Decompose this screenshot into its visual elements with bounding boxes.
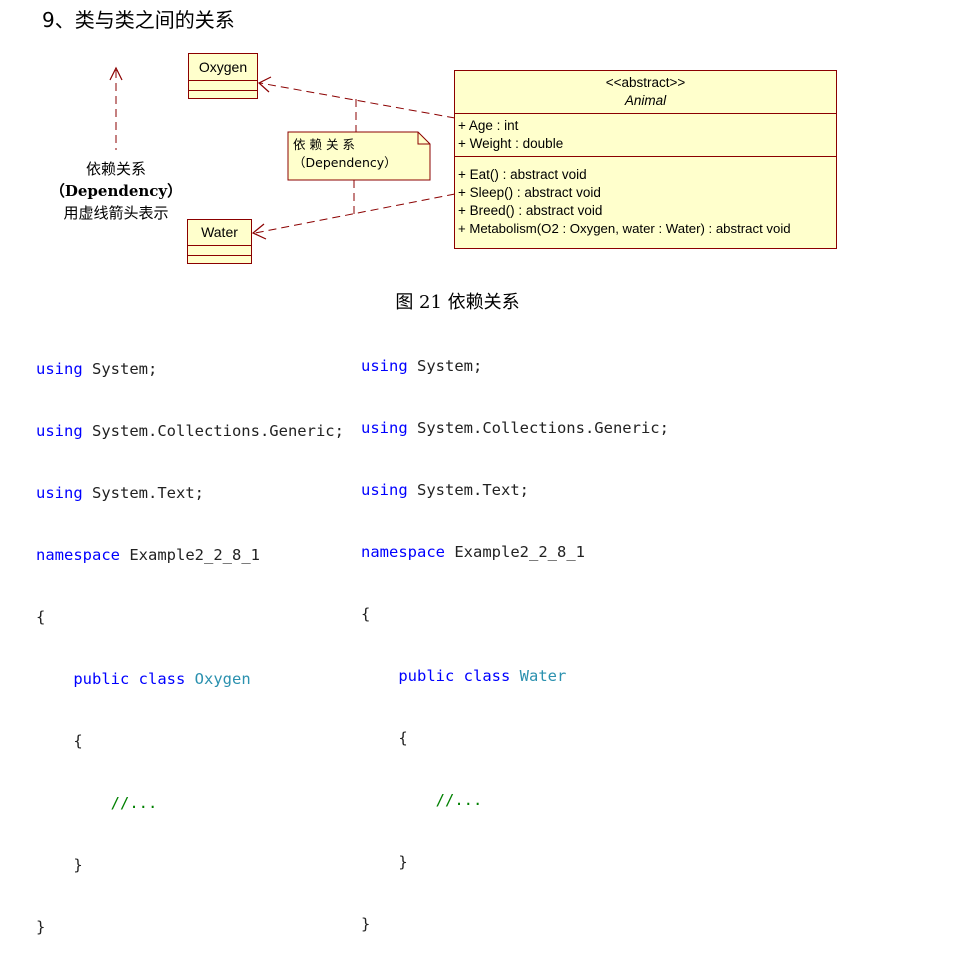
animal-class-name: Animal	[624, 93, 667, 108]
operation-eat: + Eat() : abstract void	[458, 167, 587, 182]
dep-line-animal-water	[254, 193, 456, 234]
code-line: {	[36, 732, 83, 750]
legend-line-2: （Dependency）	[49, 182, 183, 200]
dependency-note: 依 赖 关 系 （Dependency）	[293, 136, 397, 172]
code-line: using System.Collections.Generic;	[36, 422, 344, 440]
operation-metabolism: + Metabolism(O2 : Oxygen, water : Water)…	[458, 221, 791, 236]
dep-line-animal-oxygen	[259, 82, 456, 119]
code-line: public class Oxygen	[73, 670, 251, 688]
code-line: namespace Example2_2_8_1	[361, 543, 585, 561]
class-name-water: Water	[201, 224, 238, 240]
code-line: using System.Text;	[36, 484, 204, 502]
legend-line-3: 用虚线箭头表示	[63, 204, 169, 222]
code-line: {	[36, 608, 46, 626]
code-line: //...	[110, 794, 158, 812]
code-line: using System;	[361, 357, 483, 375]
code-line: }	[36, 918, 46, 936]
arrowhead-oxygen	[257, 76, 272, 93]
legend-line-1: 依赖关系	[85, 160, 146, 178]
arrowhead-water	[251, 223, 267, 240]
class-box-oxygen: Oxygen	[188, 53, 258, 99]
attribute-age: + Age : int	[458, 118, 519, 133]
note-line-1: 依 赖 关 系	[293, 137, 355, 152]
code-line: using System;	[36, 360, 158, 378]
attribute-weight: + Weight : double	[458, 136, 564, 151]
animal-stereotype: <<abstract>>	[605, 75, 686, 90]
note-shape	[287, 131, 431, 181]
code-block-water: using System; using System.Collections.G…	[361, 320, 669, 971]
section-heading: 9、类与类之间的关系	[42, 8, 235, 32]
class-box-water: Water	[187, 219, 252, 264]
code-line: {	[361, 605, 371, 623]
code-line: using System.Collections.Generic;	[361, 419, 669, 437]
code-line: {	[361, 729, 408, 747]
operation-breed: + Breed() : abstract void	[458, 203, 603, 218]
operation-sleep: + Sleep() : abstract void	[458, 185, 601, 200]
code-line: public class Water	[398, 667, 567, 685]
code-line: }	[361, 853, 408, 871]
arrowhead-legend	[109, 66, 123, 81]
code-line: using System.Text;	[361, 481, 529, 499]
note-line-2: （Dependency）	[293, 155, 397, 170]
code-line: //...	[435, 791, 483, 809]
dependency-connectors	[109, 66, 456, 240]
code-block-oxygen: using System; using System.Collections.G…	[36, 323, 344, 974]
class-name-oxygen: Oxygen	[198, 59, 248, 75]
code-line: namespace Example2_2_8_1	[36, 546, 260, 564]
class-box-animal: <<abstract>> Animal + Age : int + Weight…	[454, 70, 837, 249]
code-line: }	[36, 856, 83, 874]
code-line: }	[361, 915, 371, 933]
dependency-legend: 依赖关系 （Dependency） 用虚线箭头表示	[44, 158, 188, 224]
figure-caption: 图 21 依赖关系	[395, 292, 520, 313]
